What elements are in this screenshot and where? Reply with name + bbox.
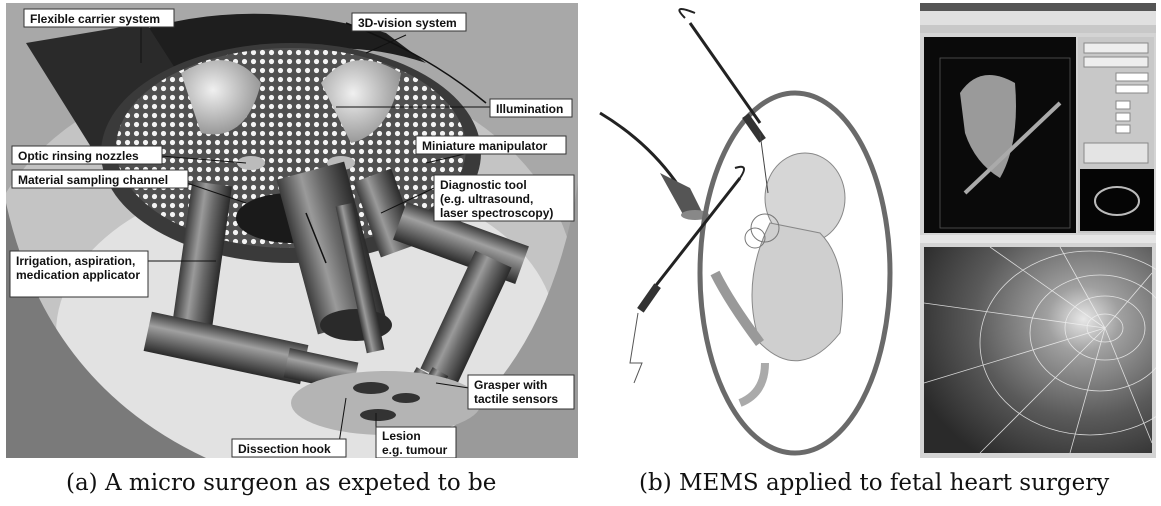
svg-text:Lesion: Lesion	[382, 429, 421, 443]
figure-a-micro-surgeon: Flexible carrier system 3D-vision system…	[6, 3, 578, 458]
label-grasper: Grasper with tactile sensors	[468, 375, 574, 409]
label-dissection-hook: Dissection hook	[232, 439, 346, 457]
figure-b-3d-software-screenshot	[920, 3, 1156, 458]
svg-text:e.g. tumour: e.g. tumour	[382, 443, 448, 457]
label-optic-rinsing-nozzles: Optic rinsing nozzles	[12, 146, 162, 164]
svg-text:Flexible carrier system: Flexible carrier system	[30, 12, 160, 26]
svg-text:Dissection hook: Dissection hook	[238, 442, 331, 456]
label-lesion: Lesion e.g. tumour	[376, 427, 456, 458]
svg-text:laser spectroscopy): laser spectroscopy)	[440, 206, 553, 220]
svg-text:3D-vision system: 3D-vision system	[358, 16, 457, 30]
svg-text:Irrigation, aspiration,: Irrigation, aspiration,	[16, 254, 135, 268]
svg-text:(e.g. ultrasound,: (e.g. ultrasound,	[440, 192, 533, 206]
caption-figure-a: (a) A micro surgeon as expeted to be	[66, 470, 496, 496]
label-material-sampling: Material sampling channel	[12, 170, 188, 188]
label-irrigation-applicator: Irrigation, aspiration, medication appli…	[10, 251, 148, 297]
svg-text:Material sampling channel: Material sampling channel	[18, 173, 168, 187]
label-diagnostic-tool: Diagnostic tool (e.g. ultrasound, laser …	[434, 175, 574, 221]
label-miniature-manipulator: Miniature manipulator	[416, 136, 566, 154]
label-illumination: Illumination	[490, 99, 572, 117]
figure-b-fetal-illustration	[590, 3, 910, 458]
svg-text:Miniature manipulator: Miniature manipulator	[422, 139, 548, 153]
label-flexible-carrier: Flexible carrier system	[24, 9, 174, 27]
svg-text:tactile sensors: tactile sensors	[474, 392, 558, 406]
svg-text:Illumination: Illumination	[496, 102, 563, 116]
svg-text:Optic rinsing nozzles: Optic rinsing nozzles	[18, 149, 139, 163]
svg-text:Grasper with: Grasper with	[474, 378, 547, 392]
svg-text:Diagnostic tool: Diagnostic tool	[440, 178, 527, 192]
svg-text:medication applicator: medication applicator	[16, 268, 140, 282]
label-3d-vision: 3D-vision system	[352, 13, 466, 31]
caption-figure-b: (b) MEMS applied to fetal heart surgery	[639, 470, 1109, 496]
